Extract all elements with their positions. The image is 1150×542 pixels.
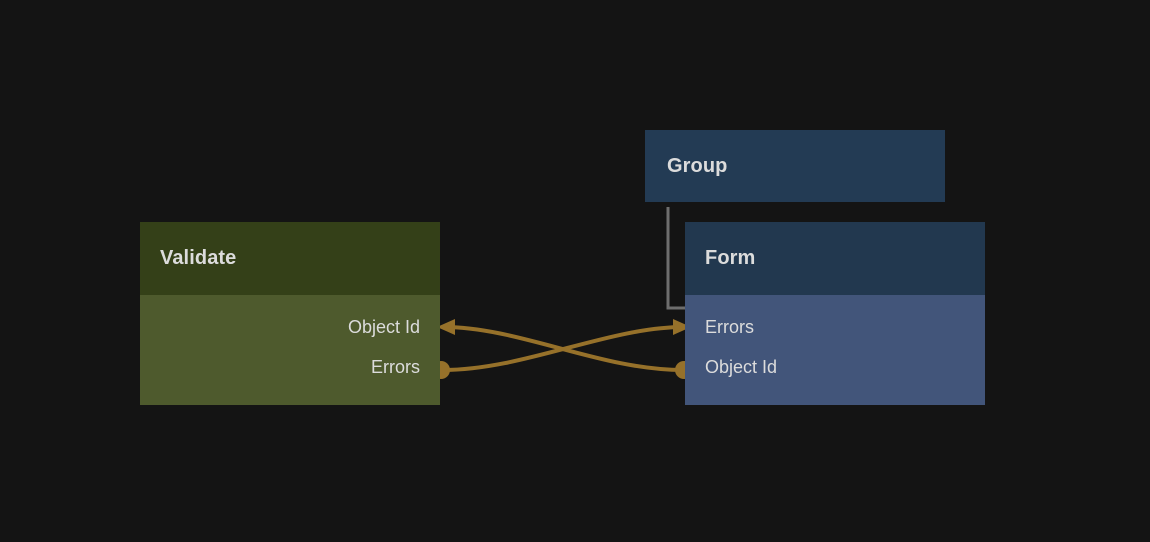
node-validate-body: Object Id Errors (140, 295, 440, 405)
node-validate[interactable]: Validate Object Id Errors (140, 222, 440, 405)
arrowhead-form-errors (673, 319, 691, 335)
port-label-form-objectid: Object Id (705, 356, 778, 377)
port-row-form-errors[interactable]: Errors (705, 307, 754, 347)
node-form-title: Form (705, 247, 756, 269)
port-row-validate-errors[interactable]: Errors (371, 347, 420, 387)
port-label-validate-objectid: Object Id (347, 316, 420, 337)
node-validate-header[interactable]: Validate (140, 222, 440, 295)
port-label-form-errors: Errors (705, 316, 754, 337)
node-group[interactable]: Group (645, 130, 945, 202)
node-validate-title: Validate (160, 247, 237, 269)
node-group-title: Group (667, 154, 728, 177)
port-label-validate-errors: Errors (371, 356, 420, 377)
group-to-form-bracket (666, 207, 686, 310)
arrowhead-validate-objectid (437, 319, 455, 335)
port-row-validate-objectid[interactable]: Object Id (348, 307, 420, 347)
node-form-body: Errors Object Id (685, 295, 985, 405)
edge-validate-errors-to-form-errors[interactable] (441, 325, 686, 372)
node-form[interactable]: Form Errors Object Id (685, 222, 985, 405)
node-group-header[interactable]: Group (645, 130, 945, 202)
node-form-header[interactable]: Form (685, 222, 985, 295)
port-row-form-objectid[interactable]: Object Id (705, 347, 777, 387)
